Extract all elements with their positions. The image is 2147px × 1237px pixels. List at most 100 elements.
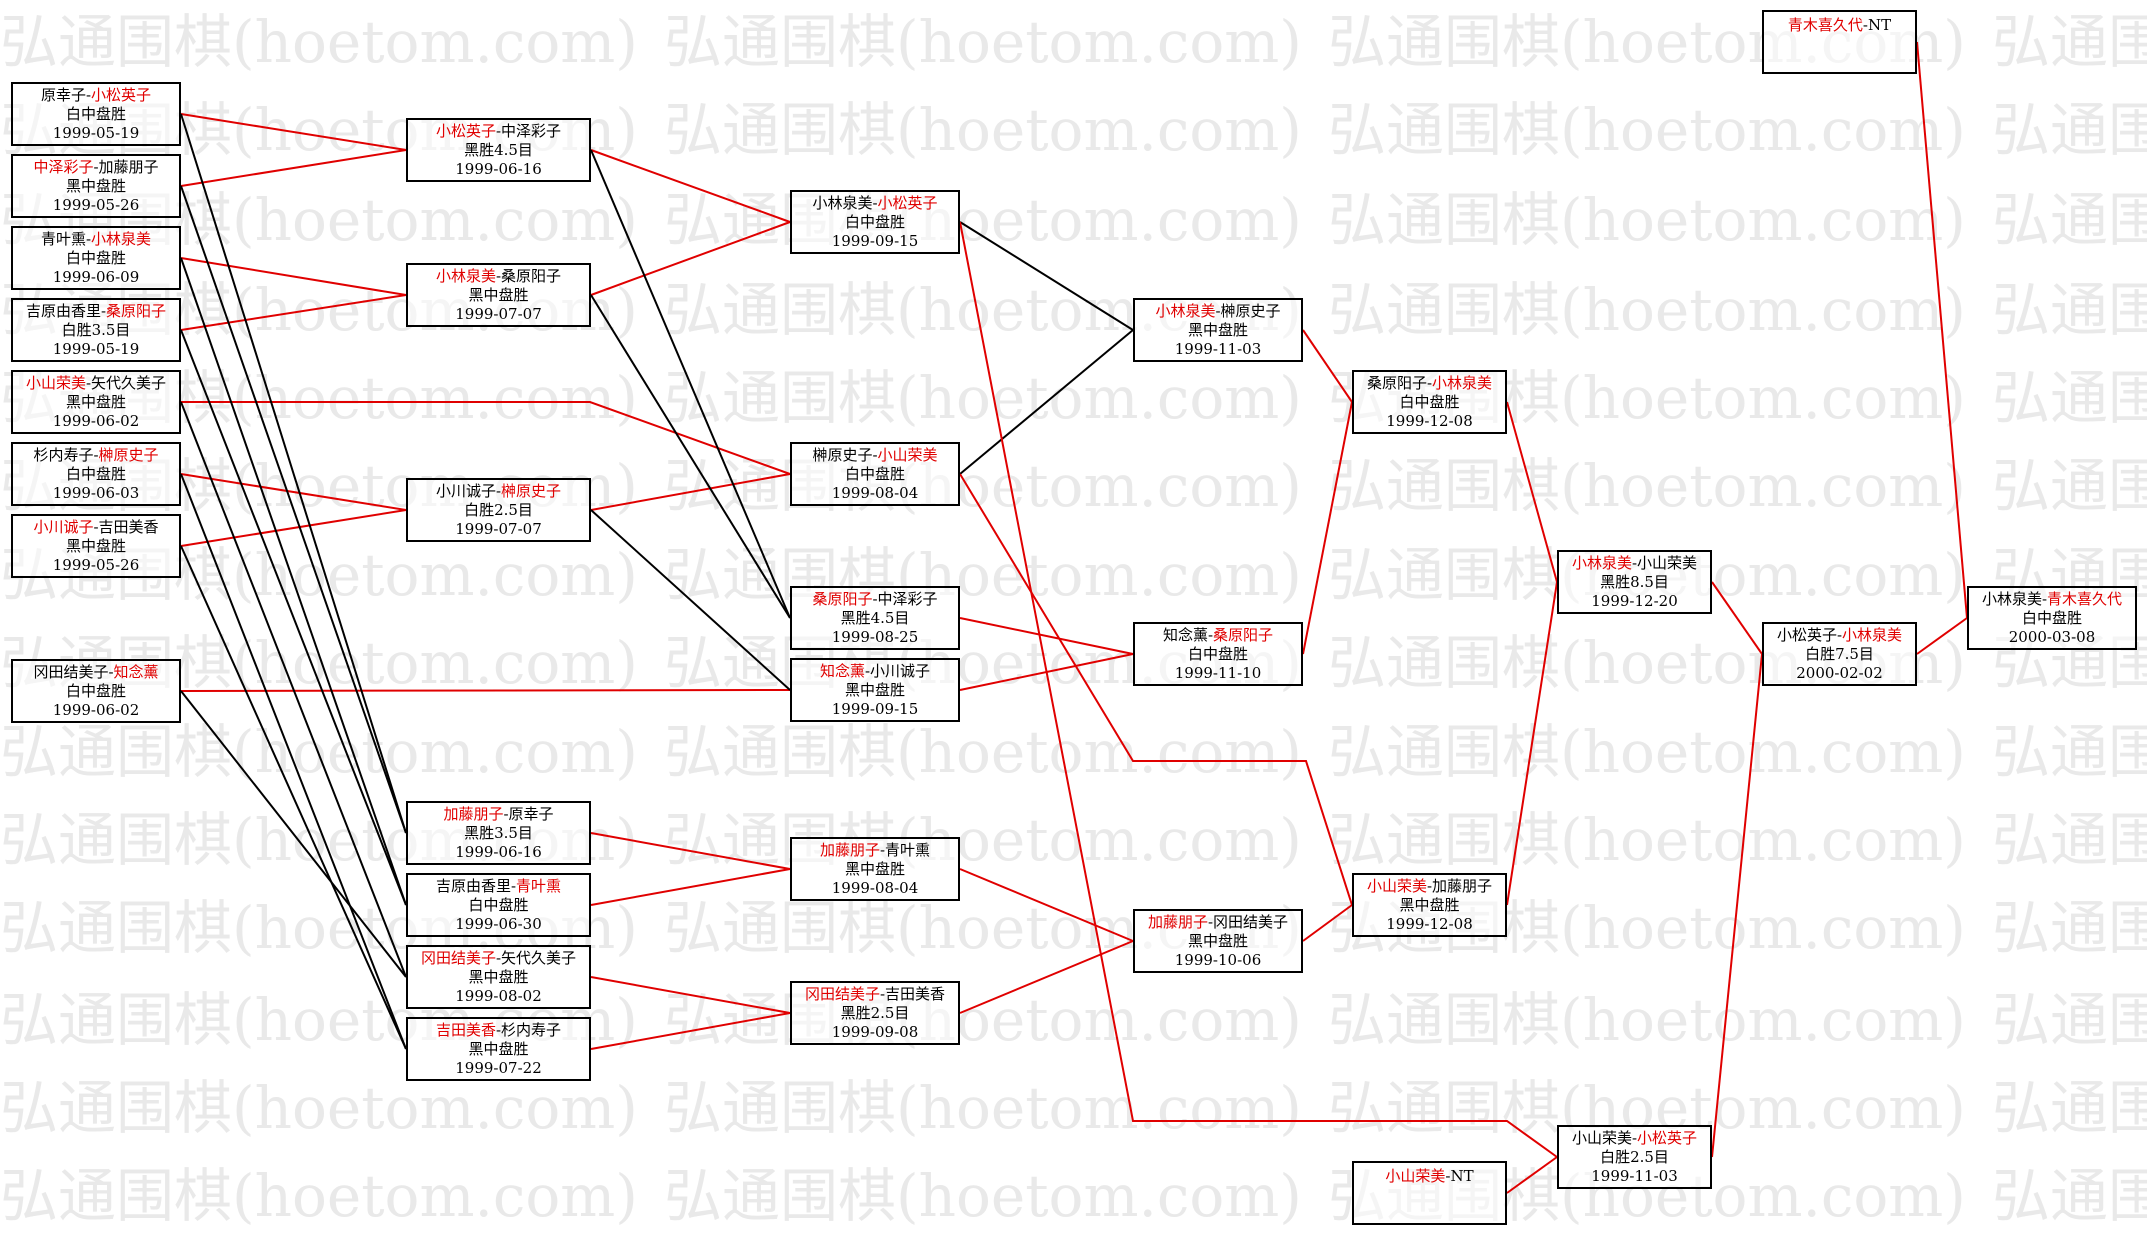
player-two: 小川诚子	[870, 661, 931, 680]
game-date: 1999-06-02	[52, 700, 140, 719]
winner-connector	[590, 1012, 791, 1050]
player-two: 榊原史子	[501, 481, 562, 500]
game-result: 白中盘胜	[65, 464, 126, 483]
game-players: 小林泉美-桑原阳子	[436, 267, 561, 286]
player-two: 冈田结美子	[1213, 912, 1289, 931]
game-result: 黑中盘胜	[468, 285, 529, 304]
vs-separator: -	[108, 662, 114, 681]
game-players: 小松英子-中泽彩子	[436, 122, 561, 141]
game-box-g27[interactable]: 小山荣美-NT	[1352, 1161, 1507, 1225]
player-one: 小川诚子	[33, 517, 94, 536]
loser-connector	[180, 473, 407, 1050]
vs-separator: -	[879, 984, 886, 1003]
game-box-g31[interactable]: 青木喜久代-NT	[1762, 10, 1917, 74]
game-result: 白胜7.5目	[1805, 644, 1874, 663]
game-result: 黑胜4.5目	[840, 608, 910, 627]
vs-separator: -	[495, 948, 502, 967]
vs-separator: -	[503, 804, 509, 823]
player-one: 桑原阳子	[1366, 373, 1427, 392]
game-players: 小山荣美-加藤朋子	[1367, 877, 1492, 896]
game-date: 2000-03-08	[2008, 627, 2096, 646]
game-date: 1999-05-19	[52, 123, 140, 142]
winner-connector	[180, 689, 791, 692]
game-players: 桑原阳子-小林泉美	[1367, 374, 1492, 393]
vs-separator: -	[872, 445, 878, 464]
game-date: 1999-08-04	[831, 878, 919, 897]
game-players: 加藤朋子-原幸子	[443, 805, 553, 824]
winner-connector	[590, 868, 791, 906]
player-two: 杉内寿子	[501, 1020, 562, 1039]
player-two: 小林泉美	[91, 229, 152, 248]
winner-connector	[590, 473, 791, 511]
player-one: 小林泉美	[435, 266, 496, 285]
game-players: 冈田结美子-知念薰	[33, 663, 158, 682]
player-two: 小松英子	[1637, 1128, 1698, 1147]
player-two: 吉田美香	[885, 984, 946, 1003]
player-one: 桑原阳子	[812, 589, 873, 608]
player-two: 矢代久美子	[91, 373, 167, 392]
game-result: 白中盘胜	[1187, 644, 1248, 663]
vs-separator: -	[864, 661, 871, 680]
game-players: 小林泉美-小山荣美	[1572, 554, 1697, 573]
game-result: 黑中盘胜	[468, 1039, 529, 1058]
vs-separator: -	[495, 121, 502, 140]
vs-separator: -	[1631, 553, 1638, 572]
loser-connector	[590, 294, 791, 619]
game-date: 1999-11-03	[1591, 1166, 1678, 1185]
game-players: 吉原由香里-桑原阳子	[26, 302, 166, 321]
loser-connector	[180, 113, 407, 834]
vs-separator: -	[1207, 625, 1214, 644]
game-date: 1999-06-03	[52, 483, 140, 502]
game-players: 知念薰-小川诚子	[820, 662, 930, 681]
game-result: 黑中盘胜	[65, 176, 126, 195]
player-two: 榊原史子	[98, 445, 159, 464]
winner-connector	[181, 401, 791, 475]
game-result: 白胜2.5目	[1600, 1147, 1669, 1166]
game-date: 1999-07-07	[455, 304, 542, 323]
winner-connector	[590, 832, 791, 870]
vs-separator: -	[1862, 16, 1868, 34]
game-players: 青木喜久代-NT	[1788, 16, 1891, 35]
game-date: 1999-06-02	[52, 411, 140, 430]
winner-connector	[1506, 1156, 1558, 1194]
vs-separator: -	[2041, 589, 2048, 608]
loser-connector	[180, 185, 407, 834]
player-one: 小林泉美	[1981, 589, 2042, 608]
loser-connector	[959, 221, 1134, 331]
vs-separator: -	[1207, 912, 1214, 931]
player-one: 小山荣美	[1571, 1128, 1632, 1147]
player-two: 小松英子	[91, 85, 152, 104]
game-date: 1999-05-19	[52, 339, 140, 358]
